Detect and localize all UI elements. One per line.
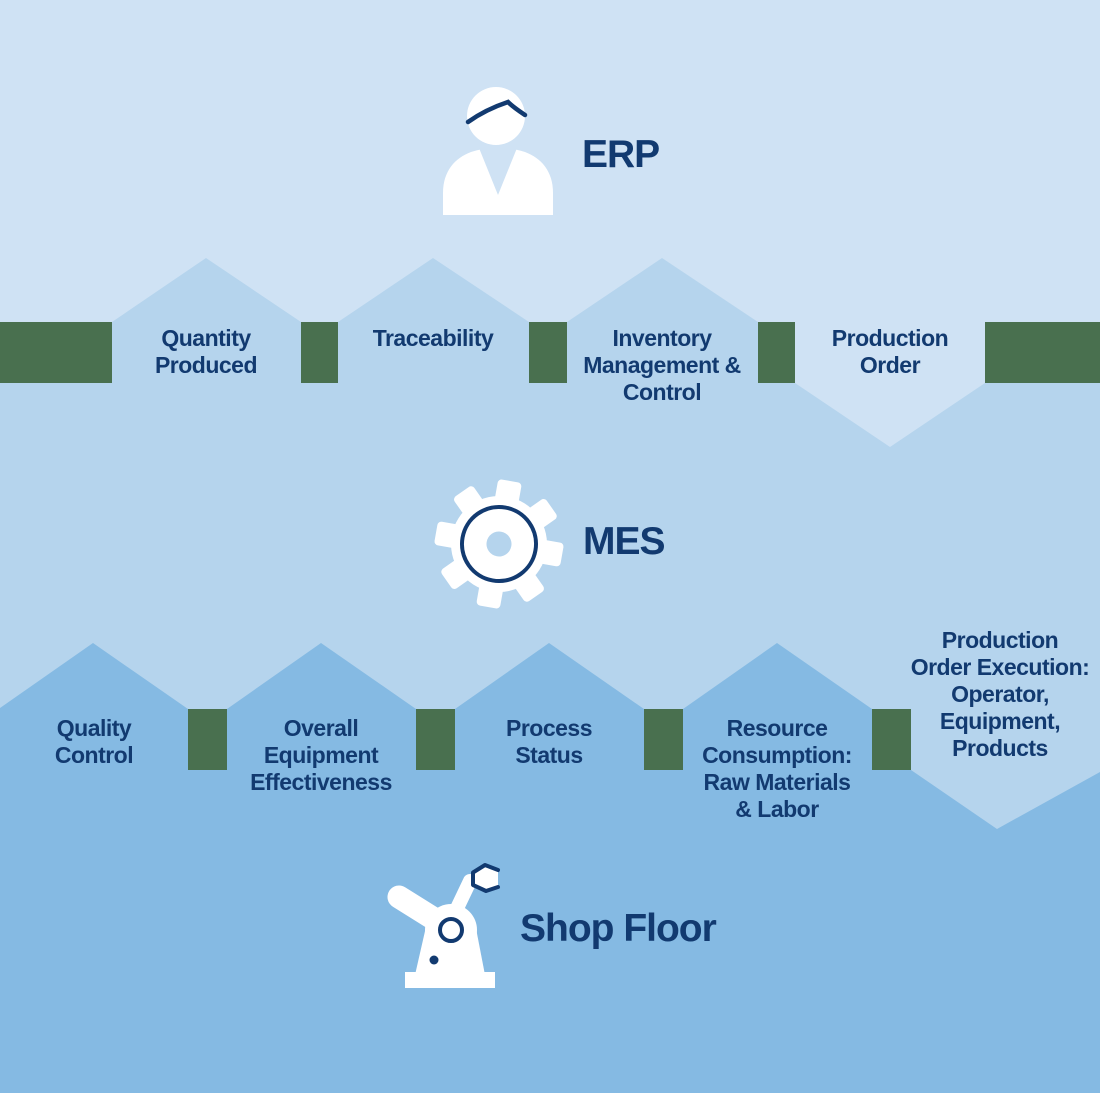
- flow-label-quantity-produced: Quantity Produced: [154, 325, 258, 378]
- connector-bar: [644, 709, 683, 770]
- flow-label-process-status: Process Status: [505, 715, 593, 768]
- robot-arm-icon: [387, 863, 500, 988]
- flow-label-traceability: Traceability: [372, 325, 494, 351]
- connector-bar: [301, 322, 338, 383]
- mes-layer-title: MES: [583, 520, 666, 563]
- erp-layer-title: ERP: [582, 133, 660, 176]
- flow-label-quality-control: Quality Control: [54, 715, 134, 768]
- connector-bar: [529, 322, 567, 383]
- flow-label-inventory-management: Inventory Management & Control: [583, 325, 741, 405]
- shop-floor-layer-title: Shop Floor: [520, 907, 717, 950]
- flow-label-production-order-execution: Production Order Execution: Operator, Eq…: [910, 627, 1090, 761]
- gear-icon: [434, 479, 564, 609]
- connector-bar: [416, 709, 455, 770]
- flow-label-overall-equipment-effectiveness: Overall Equipment Effectiveness: [250, 715, 392, 795]
- flow-label-production-order: Production Order: [831, 325, 949, 378]
- connector-bar: [0, 322, 112, 383]
- person-icon: [443, 87, 553, 215]
- flow-label-resource-consumption: Resource Consumption: Raw Materials & La…: [702, 715, 852, 822]
- shop-floor-layer-shape: [0, 643, 1100, 1093]
- connector-bar: [872, 709, 911, 770]
- connector-bar: [758, 322, 795, 383]
- connector-bar: [188, 709, 227, 770]
- connector-bar: [985, 322, 1100, 383]
